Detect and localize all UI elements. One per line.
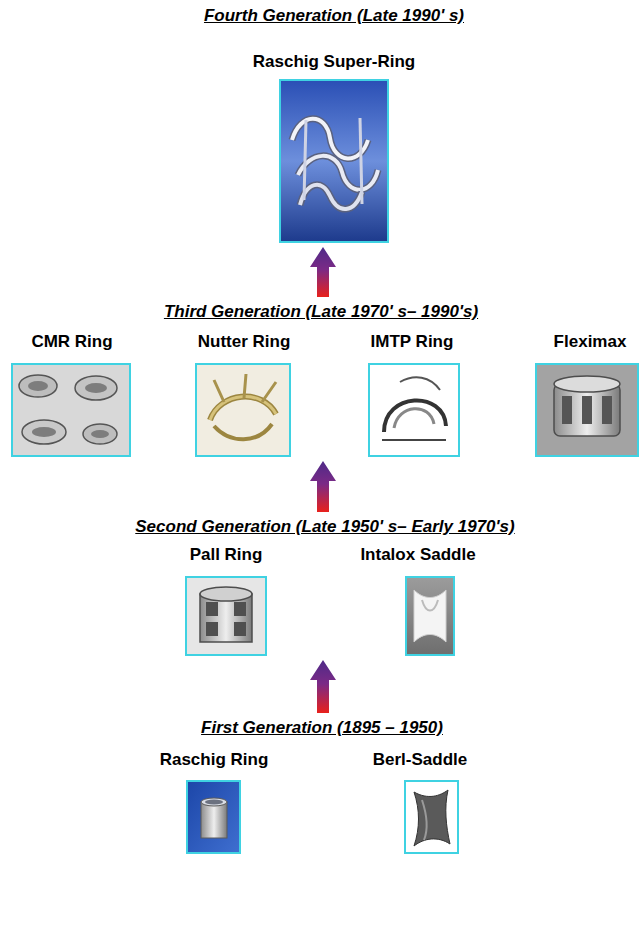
saddle-shape: [422, 600, 438, 611]
intalox-saddle-picture: [406, 577, 454, 655]
ring-window: [582, 396, 592, 424]
progression-arrow: [310, 247, 336, 297]
ring-body: [201, 798, 227, 806]
ring-window: [562, 396, 572, 424]
ring-shape: [19, 375, 57, 397]
ring-strip: [382, 439, 446, 441]
progression-arrow: [310, 461, 336, 512]
ring-shape: [75, 376, 117, 400]
packing-item: CMR Ring: [12, 332, 130, 456]
ring-window: [234, 622, 246, 636]
picture-frame: [536, 364, 638, 456]
packing-item: Nutter Ring: [195, 332, 294, 456]
ring-strip: [292, 119, 368, 159]
ring-strip: [384, 400, 446, 432]
packing-item: Fleximax: [536, 332, 638, 456]
packing-item: Berl-Saddle: [370, 750, 470, 853]
ring-window: [234, 602, 246, 616]
picture-frame: [196, 364, 290, 456]
berl-saddle-picture: [405, 781, 458, 853]
ring-body: [200, 587, 252, 601]
ring-strip: [300, 185, 362, 209]
generation-title: First Generation (1895 – 1950): [201, 718, 443, 738]
ring-strip: [214, 424, 272, 439]
ring-strip: [210, 397, 276, 420]
ring-strip: [394, 409, 434, 428]
pall-ring-picture: [186, 577, 266, 655]
packing-item: Raschig Super-Ring: [250, 52, 418, 242]
packing-item: Intalox Saddle: [357, 545, 478, 655]
packing-name: Pall Ring: [190, 545, 263, 565]
picture-frame: [12, 364, 130, 456]
ring-body: [201, 802, 227, 838]
packing-name: Intalox Saddle: [360, 545, 475, 565]
picture-frame: [280, 80, 388, 242]
saddle-shape: [414, 590, 446, 642]
ring-shape: [28, 381, 48, 391]
picture-frame: [369, 364, 459, 456]
fleximax-picture: [536, 364, 638, 456]
ring-body: [554, 376, 620, 392]
packing-item: Raschig Ring: [157, 750, 272, 853]
generation-title: Third Generation (Late 1970' s– 1990's): [164, 302, 478, 322]
picture-frame: [186, 577, 266, 655]
generation-group: Second Generation (Late 1950' s– Early 1…: [0, 517, 644, 655]
ring-window: [206, 602, 218, 616]
ring-strip: [210, 397, 276, 420]
ring-shape: [32, 427, 56, 437]
picture-frame: [405, 781, 458, 853]
super-ring-picture: [280, 80, 388, 242]
ring-strip: [292, 119, 368, 159]
raschig-ring-picture: [187, 781, 240, 853]
packing-name: Berl-Saddle: [373, 750, 467, 770]
ring-strip: [300, 185, 362, 209]
ring-body: [205, 800, 223, 805]
ring-shape: [91, 430, 109, 438]
saddle-shape: [422, 800, 427, 840]
saddle-shape: [414, 790, 450, 846]
generation-group: Fourth Generation (Late 1990' s) Raschig …: [0, 6, 644, 242]
cmr-ring-picture: [12, 364, 130, 456]
ring-shape: [85, 383, 107, 393]
packing-name: Raschig Super-Ring: [253, 52, 415, 72]
picture-frame: [406, 577, 454, 655]
ring-strip: [400, 377, 440, 390]
ring-shape: [83, 424, 117, 444]
packing-item: Pall Ring: [186, 545, 266, 655]
ring-shape: [22, 420, 66, 444]
nutter-ring-picture: [196, 364, 290, 456]
ring-window: [206, 622, 218, 636]
packing-name: Raschig Ring: [160, 750, 269, 770]
ring-strip: [360, 118, 362, 204]
generation-title: Second Generation (Late 1950' s– Early 1…: [135, 517, 514, 537]
packing-name: CMR Ring: [31, 332, 112, 352]
ring-window: [602, 396, 612, 424]
ring-tab: [214, 374, 276, 402]
packing-item: IMTP Ring: [368, 332, 459, 456]
generation-group: First Generation (1895 – 1950) Raschig Ri…: [0, 718, 644, 853]
progression-arrow: [310, 660, 336, 713]
picture-frame: [187, 781, 240, 853]
packing-name: Fleximax: [554, 332, 627, 352]
generation-title: Fourth Generation (Late 1990' s): [204, 6, 464, 26]
ring-strip: [304, 120, 306, 200]
imtp-ring-picture: [369, 364, 459, 456]
packing-name: IMTP Ring: [371, 332, 454, 352]
generation-group: Third Generation (Late 1970' s– 1990's) C…: [0, 302, 644, 456]
packing-name: Nutter Ring: [198, 332, 291, 352]
